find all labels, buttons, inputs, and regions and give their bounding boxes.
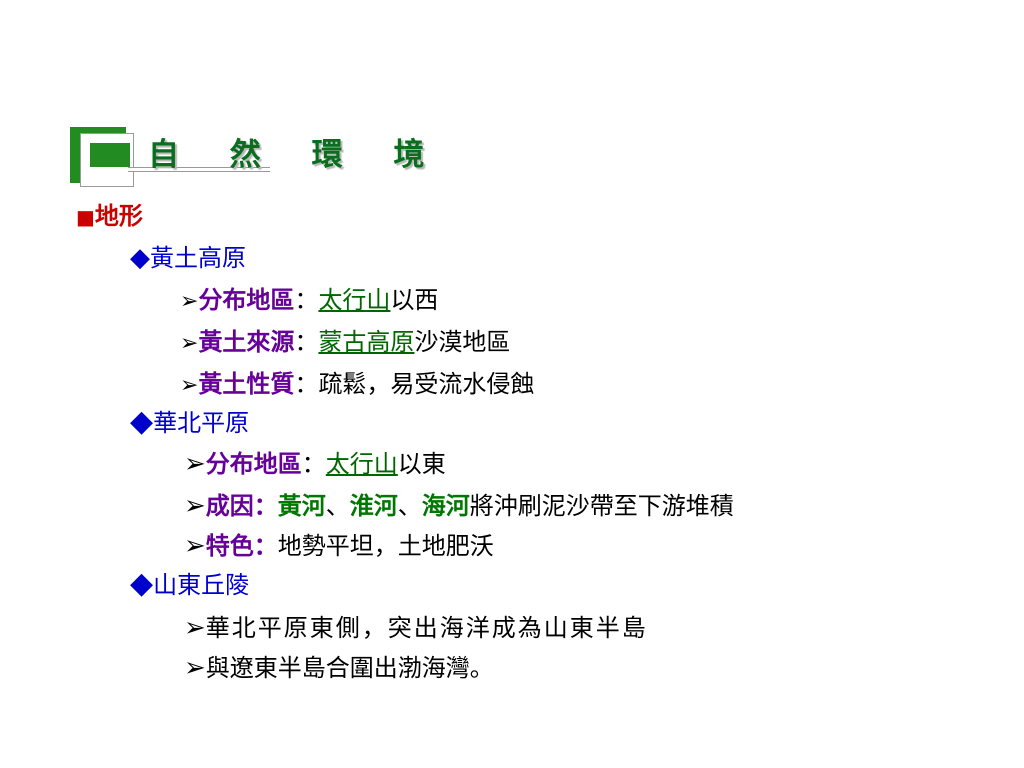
item-key: 成因 [205, 491, 254, 520]
list-item: ➢與遼東半島合圍出渤海灣。 [184, 652, 494, 684]
arrow-bullet-icon: ➢ [180, 331, 199, 356]
list-item: ➢分布地區：太行山以西 [180, 284, 438, 318]
diamond-bullet-icon: ◆ [130, 404, 154, 439]
item-text: 以東 [397, 450, 446, 478]
arrow-bullet-icon: ➢ [180, 289, 199, 314]
diamond-bullet-icon: ◆ [130, 243, 150, 273]
item-key: 分布地區 [198, 285, 295, 314]
arrow-bullet-icon: ➢ [184, 531, 206, 561]
arrow-bullet-icon: ➢ [184, 449, 206, 479]
subsection-label: 華北平原 [153, 409, 250, 437]
subsection-heading: ◆黃土高原 [130, 242, 246, 274]
river-name: 海河 [421, 491, 470, 520]
item-key: 分布地區 [205, 449, 302, 478]
title-decoration-line [128, 167, 270, 172]
item-text: 疏鬆，易受流水侵蝕 [318, 370, 535, 398]
item-key: 黃土來源 [198, 327, 295, 356]
item-text: 地勢平坦，土地肥沃 [277, 532, 494, 560]
list-item: ➢華北平原東側，突出海洋成為山東半島 [184, 612, 648, 644]
list-item: ➢分布地區：太行山以東 [184, 448, 446, 480]
list-separator: 、 [325, 492, 350, 520]
item-colon: ： [294, 370, 319, 398]
item-colon: ： [253, 531, 278, 560]
place-link[interactable]: 太行山 [318, 286, 391, 314]
river-name: 黃河 [277, 491, 326, 520]
list-item: ➢特色：地勢平坦，土地肥沃 [184, 530, 494, 562]
item-key: 特色 [205, 531, 254, 560]
section-heading: ■地形 [76, 200, 143, 233]
subsection-label: 山東丘陵 [153, 571, 250, 599]
list-item: ➢黃土來源：蒙古高原沙漠地區 [180, 326, 510, 360]
list-item: ➢成因：黃河、淮河、海河將沖刷泥沙帶至下游堆積 [184, 490, 734, 522]
item-colon: ： [253, 491, 278, 520]
arrow-bullet-icon: ➢ [184, 653, 206, 683]
item-text: 華北平原東側，突出海洋成為山東半島 [205, 614, 648, 642]
arrow-bullet-icon: ➢ [184, 491, 206, 521]
item-text: 與遼東半島合圍出渤海灣。 [205, 654, 494, 682]
item-key: 黃土性質 [198, 369, 295, 398]
list-item: ➢黃土性質：疏鬆，易受流水侵蝕 [180, 368, 534, 402]
title-decoration-inner [90, 143, 130, 167]
place-link[interactable]: 蒙古高原 [318, 328, 415, 356]
diamond-bullet-icon: ◆ [130, 566, 154, 601]
list-separator: 、 [397, 492, 422, 520]
river-name: 淮河 [349, 491, 398, 520]
item-colon: ： [301, 450, 326, 478]
item-text: 將沖刷泥沙帶至下游堆積 [469, 492, 734, 520]
arrow-bullet-icon: ➢ [184, 613, 206, 643]
subsection-heading: ◆華北平原 [130, 406, 249, 439]
item-text: 沙漠地區 [414, 328, 511, 356]
place-link[interactable]: 太行山 [325, 450, 398, 478]
arrow-bullet-icon: ➢ [180, 373, 199, 398]
item-text: 以西 [390, 286, 439, 314]
section-label: 地形 [94, 201, 143, 230]
square-bullet-icon: ■ [76, 205, 95, 229]
item-colon: ： [294, 328, 319, 356]
item-colon: ： [294, 286, 319, 314]
subsection-label: 黃土高原 [150, 244, 246, 272]
slide-title: 自 然 環 境 [148, 137, 445, 173]
subsection-heading: ◆山東丘陵 [130, 568, 249, 601]
